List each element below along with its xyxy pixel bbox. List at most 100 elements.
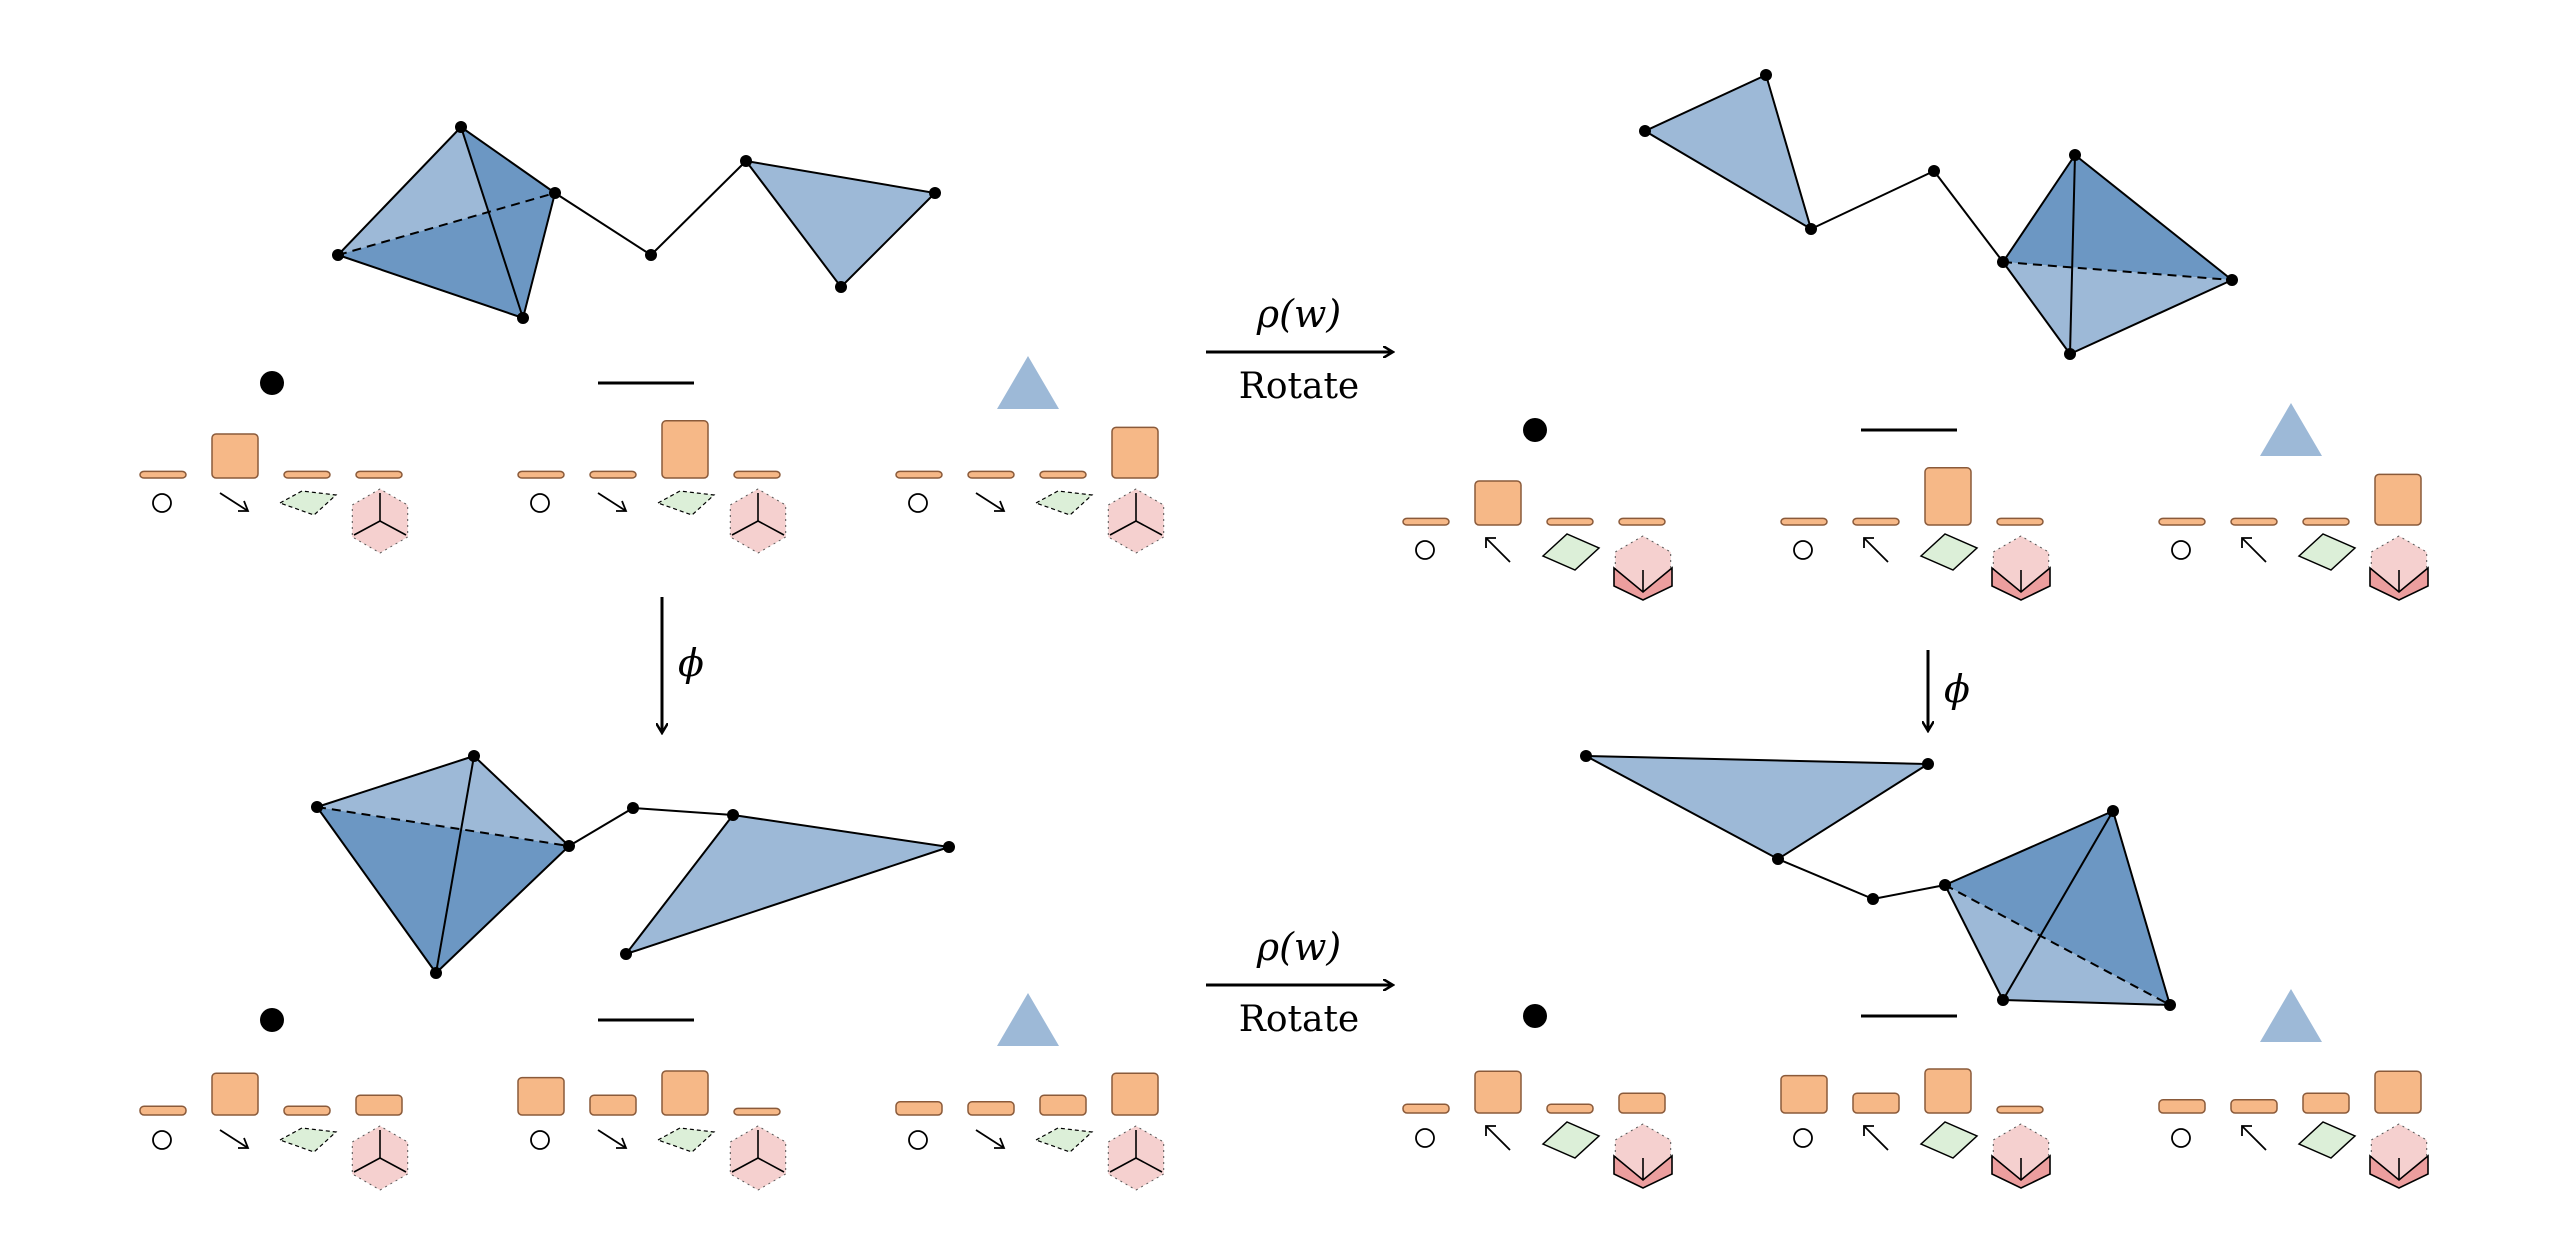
vertex (929, 187, 941, 199)
green-rhombus-icon (2297, 1121, 2357, 1159)
green-rhombus-icon (2297, 533, 2357, 571)
vertex (1805, 223, 1817, 235)
histogram-bar (1618, 1092, 1666, 1114)
descriptor-group-segment (1780, 428, 2051, 601)
tetra-face-top (317, 756, 569, 846)
histogram-bar (2158, 517, 2206, 526)
tetra-face-bottom (317, 807, 569, 973)
arrow-up-left-icon (2241, 1125, 2267, 1151)
arrow-sublabel: Rotate (1239, 999, 1359, 1040)
green-rhombus-icon (1541, 1121, 1601, 1159)
histogram-bar (1996, 1105, 2044, 1114)
green-rhombus-icon (1034, 490, 1094, 516)
histogram-bar (517, 1076, 565, 1116)
green-rhombus-icon (1919, 1121, 1979, 1159)
vertex (468, 750, 480, 762)
arrowhead-icon (616, 500, 628, 512)
histogram-bar (355, 470, 403, 479)
histogram-bar (1780, 517, 1828, 526)
circle-icon (908, 1130, 928, 1150)
green-rhombus-icon (1034, 1127, 1094, 1153)
circle-icon (2171, 1128, 2191, 1148)
edge (1944, 884, 2004, 1001)
histogram-bar (1111, 1072, 1159, 1116)
tetra-face-top (2003, 155, 2232, 280)
vertex (1580, 750, 1592, 762)
cube-edge-icon (353, 520, 381, 536)
descriptor-group-triangle (895, 993, 1165, 1191)
vertex (1760, 69, 1772, 81)
vertex (1867, 893, 1879, 905)
arrow-down-right-icon (219, 1129, 249, 1149)
green-rhombus-icon (1541, 533, 1601, 571)
panel-bottom-right (1402, 989, 2429, 1189)
edge (2069, 154, 2076, 355)
histogram-bar (967, 470, 1015, 479)
descriptor-group-segment (517, 1018, 787, 1191)
histogram-bar (1039, 1094, 1087, 1116)
circle-icon (908, 493, 928, 513)
green-rhombus-icon (656, 1127, 716, 1153)
triangle-face (743, 159, 938, 289)
edge (1810, 170, 1935, 230)
point-symbol-icon (1523, 1004, 1547, 1028)
cube-edge-icon (731, 520, 759, 536)
edge (316, 755, 475, 808)
histogram-bar (211, 433, 259, 479)
descriptor-panels (139, 356, 2429, 1191)
circle-icon (1415, 1128, 1435, 1148)
edge (1944, 810, 2114, 886)
triangle-symbol-icon (997, 993, 1059, 1046)
triangle-face (1642, 73, 1813, 232)
panel-top-right (1402, 403, 2429, 601)
histogram-bar (733, 470, 781, 479)
arrow-up-left-icon (1863, 537, 1889, 563)
vertex (430, 967, 442, 979)
edge (435, 845, 570, 974)
histogram-bar (967, 1101, 1015, 1116)
vertex (1997, 256, 2009, 268)
histogram-bar (517, 470, 565, 479)
panel-bottom-left (139, 993, 1165, 1191)
green-rhombus-icon (278, 1127, 338, 1153)
histogram-bar (2374, 1070, 2422, 1114)
histogram-bar (355, 1094, 403, 1116)
triangle-face (1585, 755, 1932, 861)
arrowhead-icon (1863, 1125, 1874, 1136)
hidden-edge (2002, 261, 2233, 281)
histogram-bar (1546, 1103, 1594, 1114)
vertex (620, 948, 632, 960)
histogram-bar (1039, 470, 1087, 479)
green-rhombus-icon (278, 490, 338, 516)
cube-edge-icon (1109, 520, 1137, 536)
histogram-bar (1111, 426, 1159, 479)
tetra-face-bottom (2003, 262, 2232, 354)
arrowhead-icon (2241, 1125, 2252, 1136)
edge (473, 755, 570, 847)
edge (522, 192, 556, 319)
edge (435, 755, 475, 974)
cube-edge-icon (757, 1157, 785, 1173)
triangle-face (623, 813, 950, 956)
arrow-label: ρ(w) (1256, 925, 1342, 969)
arrowhead-icon (1485, 1125, 1496, 1136)
arrow-label: ϕ (1944, 667, 1970, 711)
vertex (1639, 125, 1651, 137)
vertex (645, 249, 657, 261)
vertex (455, 121, 467, 133)
hidden-edge (337, 192, 556, 256)
edge (2002, 154, 2076, 263)
edge (337, 126, 462, 256)
descriptor-group-triangle (2158, 403, 2429, 601)
histogram-bar (211, 1072, 259, 1116)
edge (1872, 884, 1946, 900)
arrow-down-right-icon (219, 492, 249, 512)
edge (2002, 810, 2114, 1001)
histogram-bar (733, 1107, 781, 1116)
complex-top-left (332, 121, 941, 324)
histogram-bar (1924, 467, 1972, 526)
circle-icon (2171, 540, 2191, 560)
histogram-bar (2374, 473, 2422, 526)
edge (2002, 999, 2171, 1006)
arrowhead-icon (994, 500, 1006, 512)
